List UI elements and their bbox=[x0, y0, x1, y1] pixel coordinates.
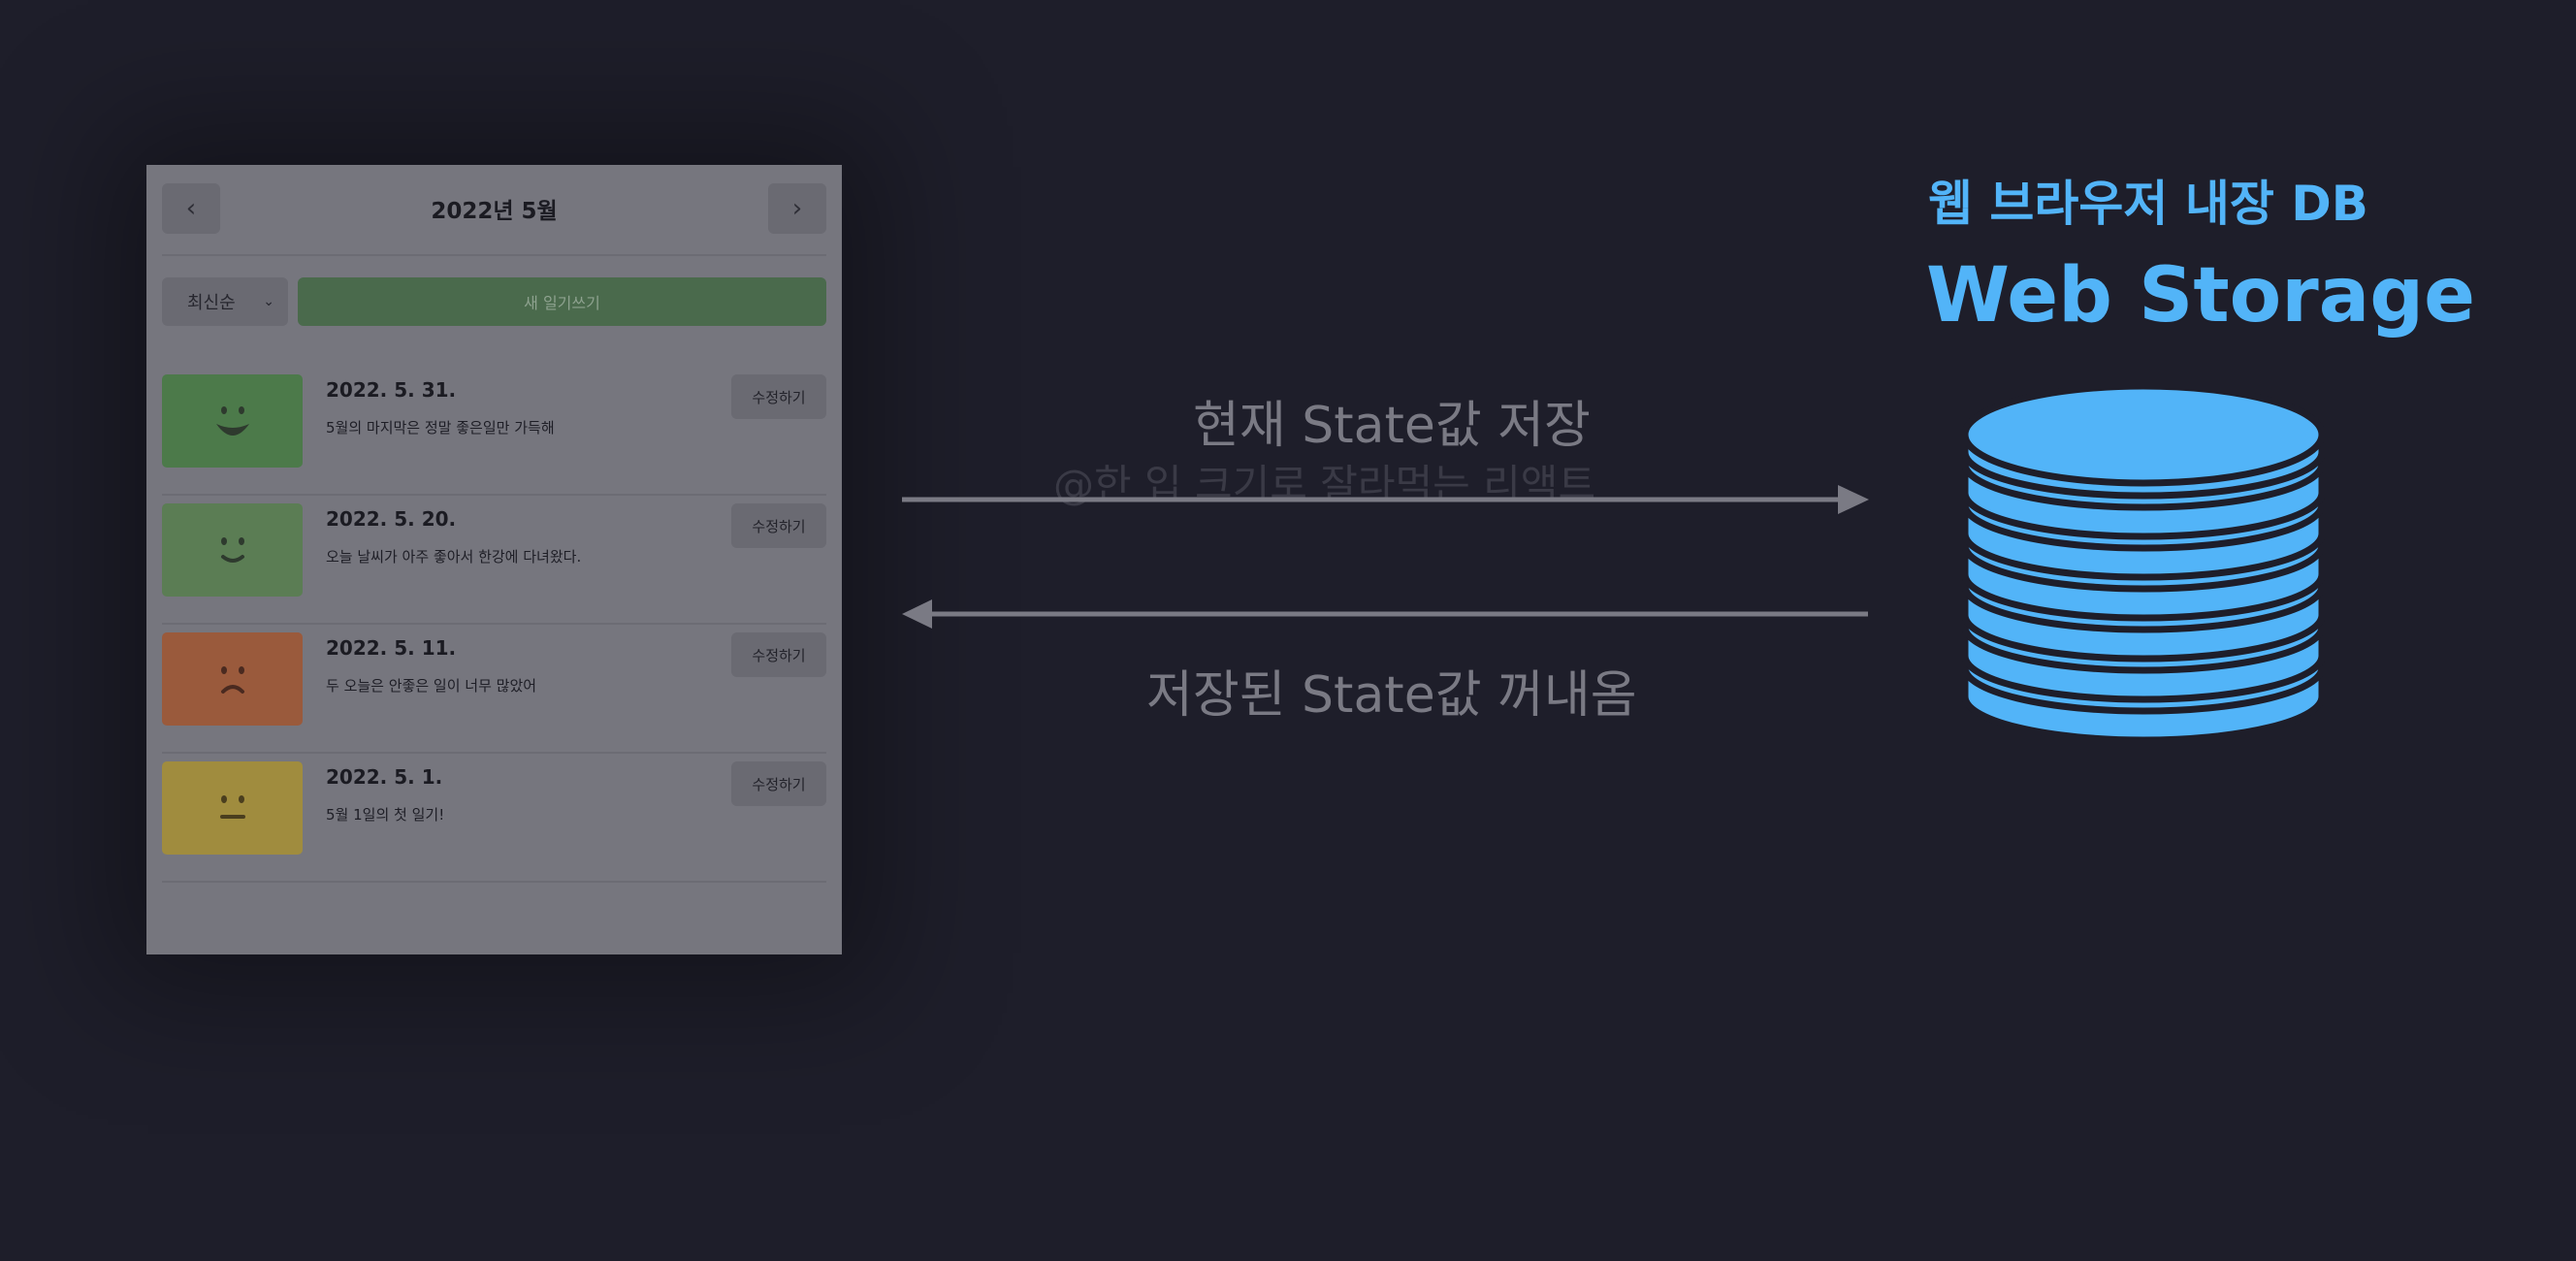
list-item: 2022. 5. 11. 두 오늘은 안좋은 일이 너무 많았어 수정하기 bbox=[162, 625, 826, 754]
edit-button[interactable]: 수정하기 bbox=[731, 374, 826, 419]
storage-subtitle: 웹 브라우저 내장 DB bbox=[1928, 176, 2368, 232]
entry-info[interactable]: 2022. 5. 11. 두 오늘은 안좋은 일이 너무 많았어 bbox=[303, 632, 731, 695]
edit-button[interactable]: 수정하기 bbox=[731, 503, 826, 548]
emotion-image[interactable] bbox=[162, 632, 303, 726]
neutral-face-icon bbox=[219, 795, 245, 819]
sort-select[interactable]: 최신순 ⌄ bbox=[162, 277, 288, 326]
diary-list: 2022. 5. 31. 5월의 마지막은 정말 좋은일만 가득해 수정하기 2… bbox=[162, 367, 826, 883]
database-icon bbox=[1961, 382, 2326, 744]
chevron-down-icon: ⌄ bbox=[263, 294, 274, 309]
entry-info[interactable]: 2022. 5. 31. 5월의 마지막은 정말 좋은일만 가득해 bbox=[303, 374, 731, 437]
entry-content: 두 오늘은 안좋은 일이 너무 많았어 bbox=[326, 677, 537, 695]
very-happy-face-icon bbox=[215, 406, 249, 436]
entry-content: 5월 1일의 첫 일기! bbox=[326, 806, 445, 824]
header-divider bbox=[162, 254, 826, 256]
new-diary-button[interactable]: 새 일기쓰기 bbox=[298, 277, 826, 326]
entry-date: 2022. 5. 11. bbox=[326, 636, 457, 660]
sort-label: 최신순 bbox=[187, 293, 236, 313]
prev-month-button[interactable]: ‹ bbox=[162, 183, 220, 234]
entry-info[interactable]: 2022. 5. 20. 오늘 날씨가 아주 좋아서 한강에 다녀왔다. bbox=[303, 503, 731, 566]
emotion-image[interactable] bbox=[162, 503, 303, 597]
load-state-label: 저장된 State값 꺼내옴 bbox=[1146, 666, 1637, 725]
save-state-label: 현재 State값 저장 bbox=[1193, 397, 1591, 455]
happy-face-icon bbox=[220, 537, 244, 563]
month-title: 2022년 5월 bbox=[431, 199, 558, 224]
next-month-button[interactable]: › bbox=[767, 183, 826, 234]
list-item: 2022. 5. 31. 5월의 마지막은 정말 좋은일만 가득해 수정하기 bbox=[162, 367, 826, 496]
entry-date: 2022. 5. 20. bbox=[326, 507, 457, 531]
list-item: 2022. 5. 1. 5월 1일의 첫 일기! 수정하기 bbox=[162, 754, 826, 883]
diary-app-mockup: ‹ 2022년 5월 › 최신순 ⌄ 새 일기쓰기 2022. 5. 31. bbox=[146, 165, 842, 954]
emotion-image[interactable] bbox=[162, 374, 303, 468]
load-arrow bbox=[902, 599, 1868, 629]
entry-date: 2022. 5. 1. bbox=[326, 765, 443, 789]
entry-info[interactable]: 2022. 5. 1. 5월 1일의 첫 일기! bbox=[303, 761, 731, 824]
entry-date: 2022. 5. 31. bbox=[326, 378, 457, 402]
entry-content: 오늘 날씨가 아주 좋아서 한강에 다녀왔다. bbox=[326, 548, 582, 566]
emotion-image[interactable] bbox=[162, 761, 303, 855]
sad-face-icon bbox=[220, 666, 244, 694]
edit-button[interactable]: 수정하기 bbox=[731, 632, 826, 677]
chevron-right-icon: › bbox=[791, 194, 803, 223]
edit-button[interactable]: 수정하기 bbox=[731, 761, 826, 806]
save-arrow bbox=[902, 485, 1869, 514]
entry-content: 5월의 마지막은 정말 좋은일만 가득해 bbox=[326, 419, 555, 436]
list-item: 2022. 5. 20. 오늘 날씨가 아주 좋아서 한강에 다녀왔다. 수정하… bbox=[162, 496, 826, 625]
chevron-left-icon: ‹ bbox=[185, 194, 197, 223]
control-bar: 최신순 ⌄ 새 일기쓰기 bbox=[162, 277, 826, 326]
storage-title: Web Storage bbox=[1926, 252, 2476, 340]
app-header: ‹ 2022년 5월 › bbox=[162, 182, 826, 235]
